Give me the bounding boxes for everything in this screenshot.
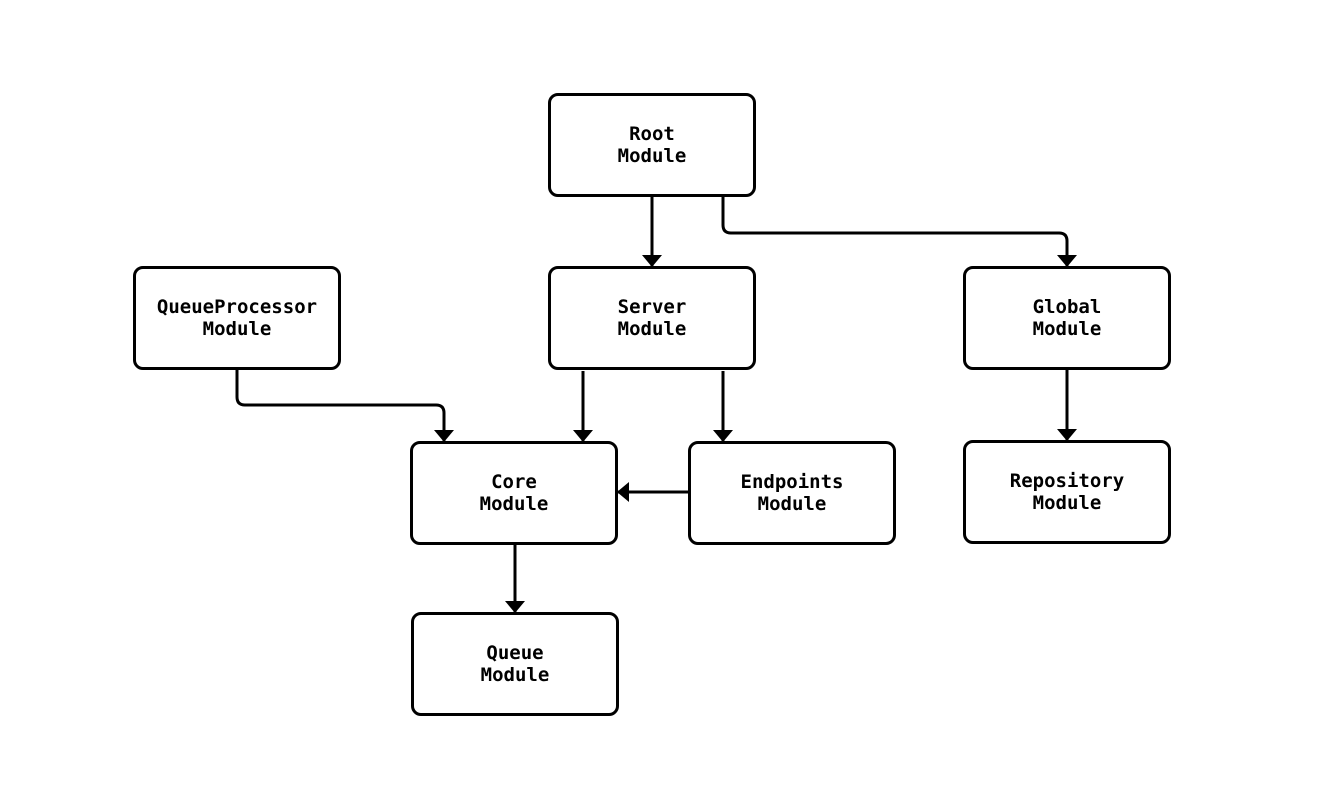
node-queueprocessor-module-label: QueueProcessor Module (156, 296, 318, 340)
node-server-module: Server Module (548, 266, 756, 370)
node-queue-module: Queue Module (411, 612, 619, 716)
edge-queueprocessor-to-core (235, 370, 454, 442)
node-core-module-label: Core Module (479, 471, 549, 515)
node-root-module: Root Module (548, 93, 756, 197)
node-repository-module-label: Repository Module (1009, 470, 1125, 514)
node-global-module: Global Module (963, 266, 1171, 370)
node-queueprocessor-module: QueueProcessor Module (133, 266, 341, 370)
node-server-module-label: Server Module (617, 296, 687, 340)
node-endpoints-module: Endpoints Module (688, 441, 896, 545)
node-global-module-label: Global Module (1032, 296, 1102, 340)
node-core-module: Core Module (410, 441, 618, 545)
node-root-module-label: Root Module (617, 123, 687, 167)
node-queue-module-label: Queue Module (480, 642, 550, 686)
node-repository-module: Repository Module (963, 440, 1171, 544)
node-endpoints-module-label: Endpoints Module (740, 471, 844, 515)
edge-root-to-global (721, 197, 1077, 267)
